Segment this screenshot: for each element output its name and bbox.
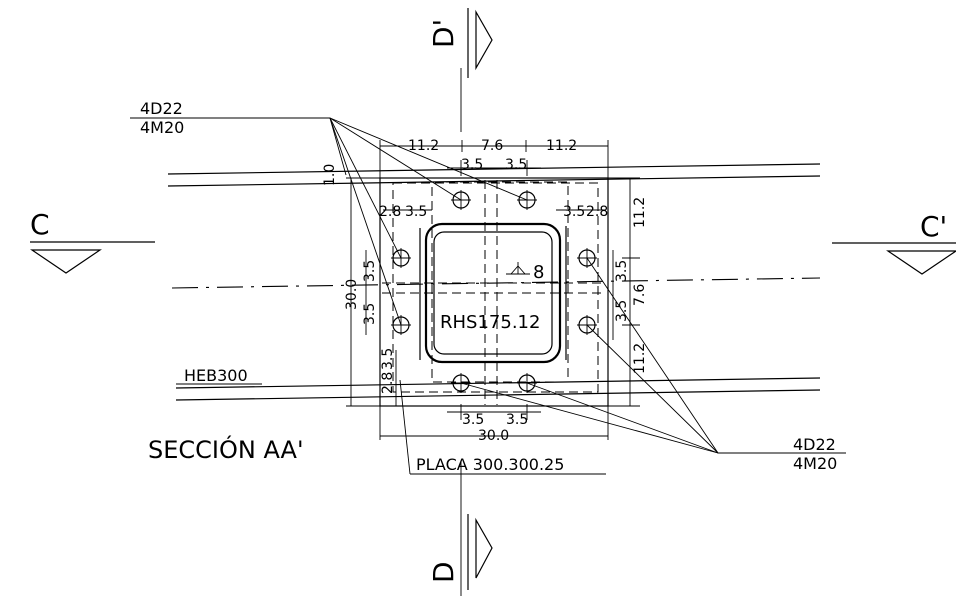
plate-inner-dashed <box>392 182 599 393</box>
dim-text: 3.5 <box>506 412 528 428</box>
dim-text: 2.8 <box>586 204 608 220</box>
leader-lines <box>130 117 846 475</box>
dim-text: 3.5 <box>380 348 396 370</box>
dim-text: 3.5 <box>405 204 427 220</box>
dim-text: 2.8 <box>379 204 401 220</box>
internal-dashed-lines <box>382 180 606 405</box>
cut-marker-d-prime: D' <box>427 8 493 78</box>
dim-text: 11.2 <box>408 138 439 154</box>
dim-text: 2.8 <box>380 372 396 394</box>
column-label: RHS175.12 <box>440 312 540 333</box>
beam-lines <box>167 163 821 401</box>
anchor-label-top-1: 4D22 <box>140 99 183 118</box>
dim-text: 3.5 <box>362 260 378 282</box>
dim-text: 7.6 <box>481 138 503 154</box>
dimensions-sides <box>346 177 640 437</box>
dim-text: 3.5 <box>462 412 484 428</box>
dim-text: 3.5 <box>614 260 630 282</box>
dimensions-top <box>379 140 609 440</box>
dim-text: 11.2 <box>546 138 577 154</box>
beam-label: HEB300 <box>184 366 248 385</box>
dim-text: 3.5 <box>362 303 378 325</box>
cut-label-d: D <box>427 561 460 583</box>
weld-symbol <box>506 262 530 275</box>
dim-text: 30.0 <box>478 428 509 444</box>
anchor-label-top-2: 4M20 <box>140 118 184 137</box>
weld-size-label: 8 <box>533 262 544 283</box>
dim-text: 3.5 <box>563 204 585 220</box>
cut-label-c: C <box>30 208 50 241</box>
dim-text: 11.2 <box>632 343 648 374</box>
dim-text: 3.5 <box>614 300 630 322</box>
dim-text: 30.0 <box>344 279 360 310</box>
cut-marker-c: C <box>30 208 155 274</box>
anchor-label-bottom-1: 4D22 <box>793 435 836 454</box>
cut-label-c-prime: C' <box>920 210 947 243</box>
rhs-column <box>419 222 567 364</box>
dim-text: 3.5 <box>461 157 483 173</box>
cut-marker-c-prime: C' <box>832 210 956 275</box>
plate-label: PLACA 300.300.25 <box>416 455 564 474</box>
section-title: SECCIÓN AA' <box>148 434 304 464</box>
cut-marker-d: D <box>427 514 493 590</box>
dim-text: 11.2 <box>632 197 648 228</box>
dim-text: 7.6 <box>632 284 648 306</box>
dim-text: 1.0 <box>322 164 338 186</box>
dim-text: 3.5 <box>505 157 527 173</box>
cut-label-d-prime: D' <box>427 19 460 48</box>
bolt-group <box>391 190 597 393</box>
anchor-label-bottom-2: 4M20 <box>793 454 837 473</box>
